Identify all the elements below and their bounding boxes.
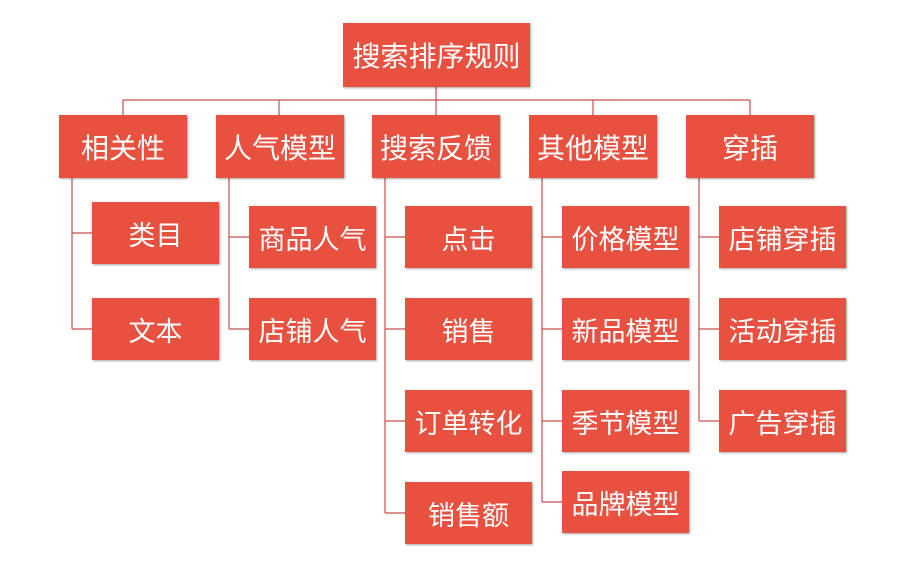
leaf-store-interleave: 店铺穿插	[719, 206, 846, 268]
leaf-product-popularity: 商品人气	[249, 206, 376, 268]
branch-popularity-model: 人气模型	[216, 115, 344, 178]
leaf-click: 点击	[405, 206, 532, 268]
leaf-store-popularity: 店铺人气	[249, 298, 376, 360]
leaf-new-product-model: 新品模型	[562, 298, 689, 360]
root-node: 搜索排序规则	[343, 23, 530, 87]
leaf-ad-interleave: 广告穿插	[719, 390, 846, 452]
branch-interleave: 穿插	[686, 115, 814, 178]
leaf-sales: 销售	[405, 298, 532, 360]
leaf-activity-interleave: 活动穿插	[719, 298, 846, 360]
branch-other-models: 其他模型	[529, 115, 657, 178]
branch-search-feedback: 搜索反馈	[372, 115, 500, 178]
leaf-brand-model: 品牌模型	[562, 471, 689, 533]
leaf-season-model: 季节模型	[562, 390, 689, 452]
leaf-sales-amount: 销售额	[405, 482, 532, 544]
leaf-text: 文本	[92, 298, 219, 360]
branch-relevance: 相关性	[59, 115, 187, 178]
leaf-order-conversion: 订单转化	[405, 390, 532, 452]
leaf-category: 类目	[92, 202, 219, 264]
leaf-price-model: 价格模型	[562, 206, 689, 268]
